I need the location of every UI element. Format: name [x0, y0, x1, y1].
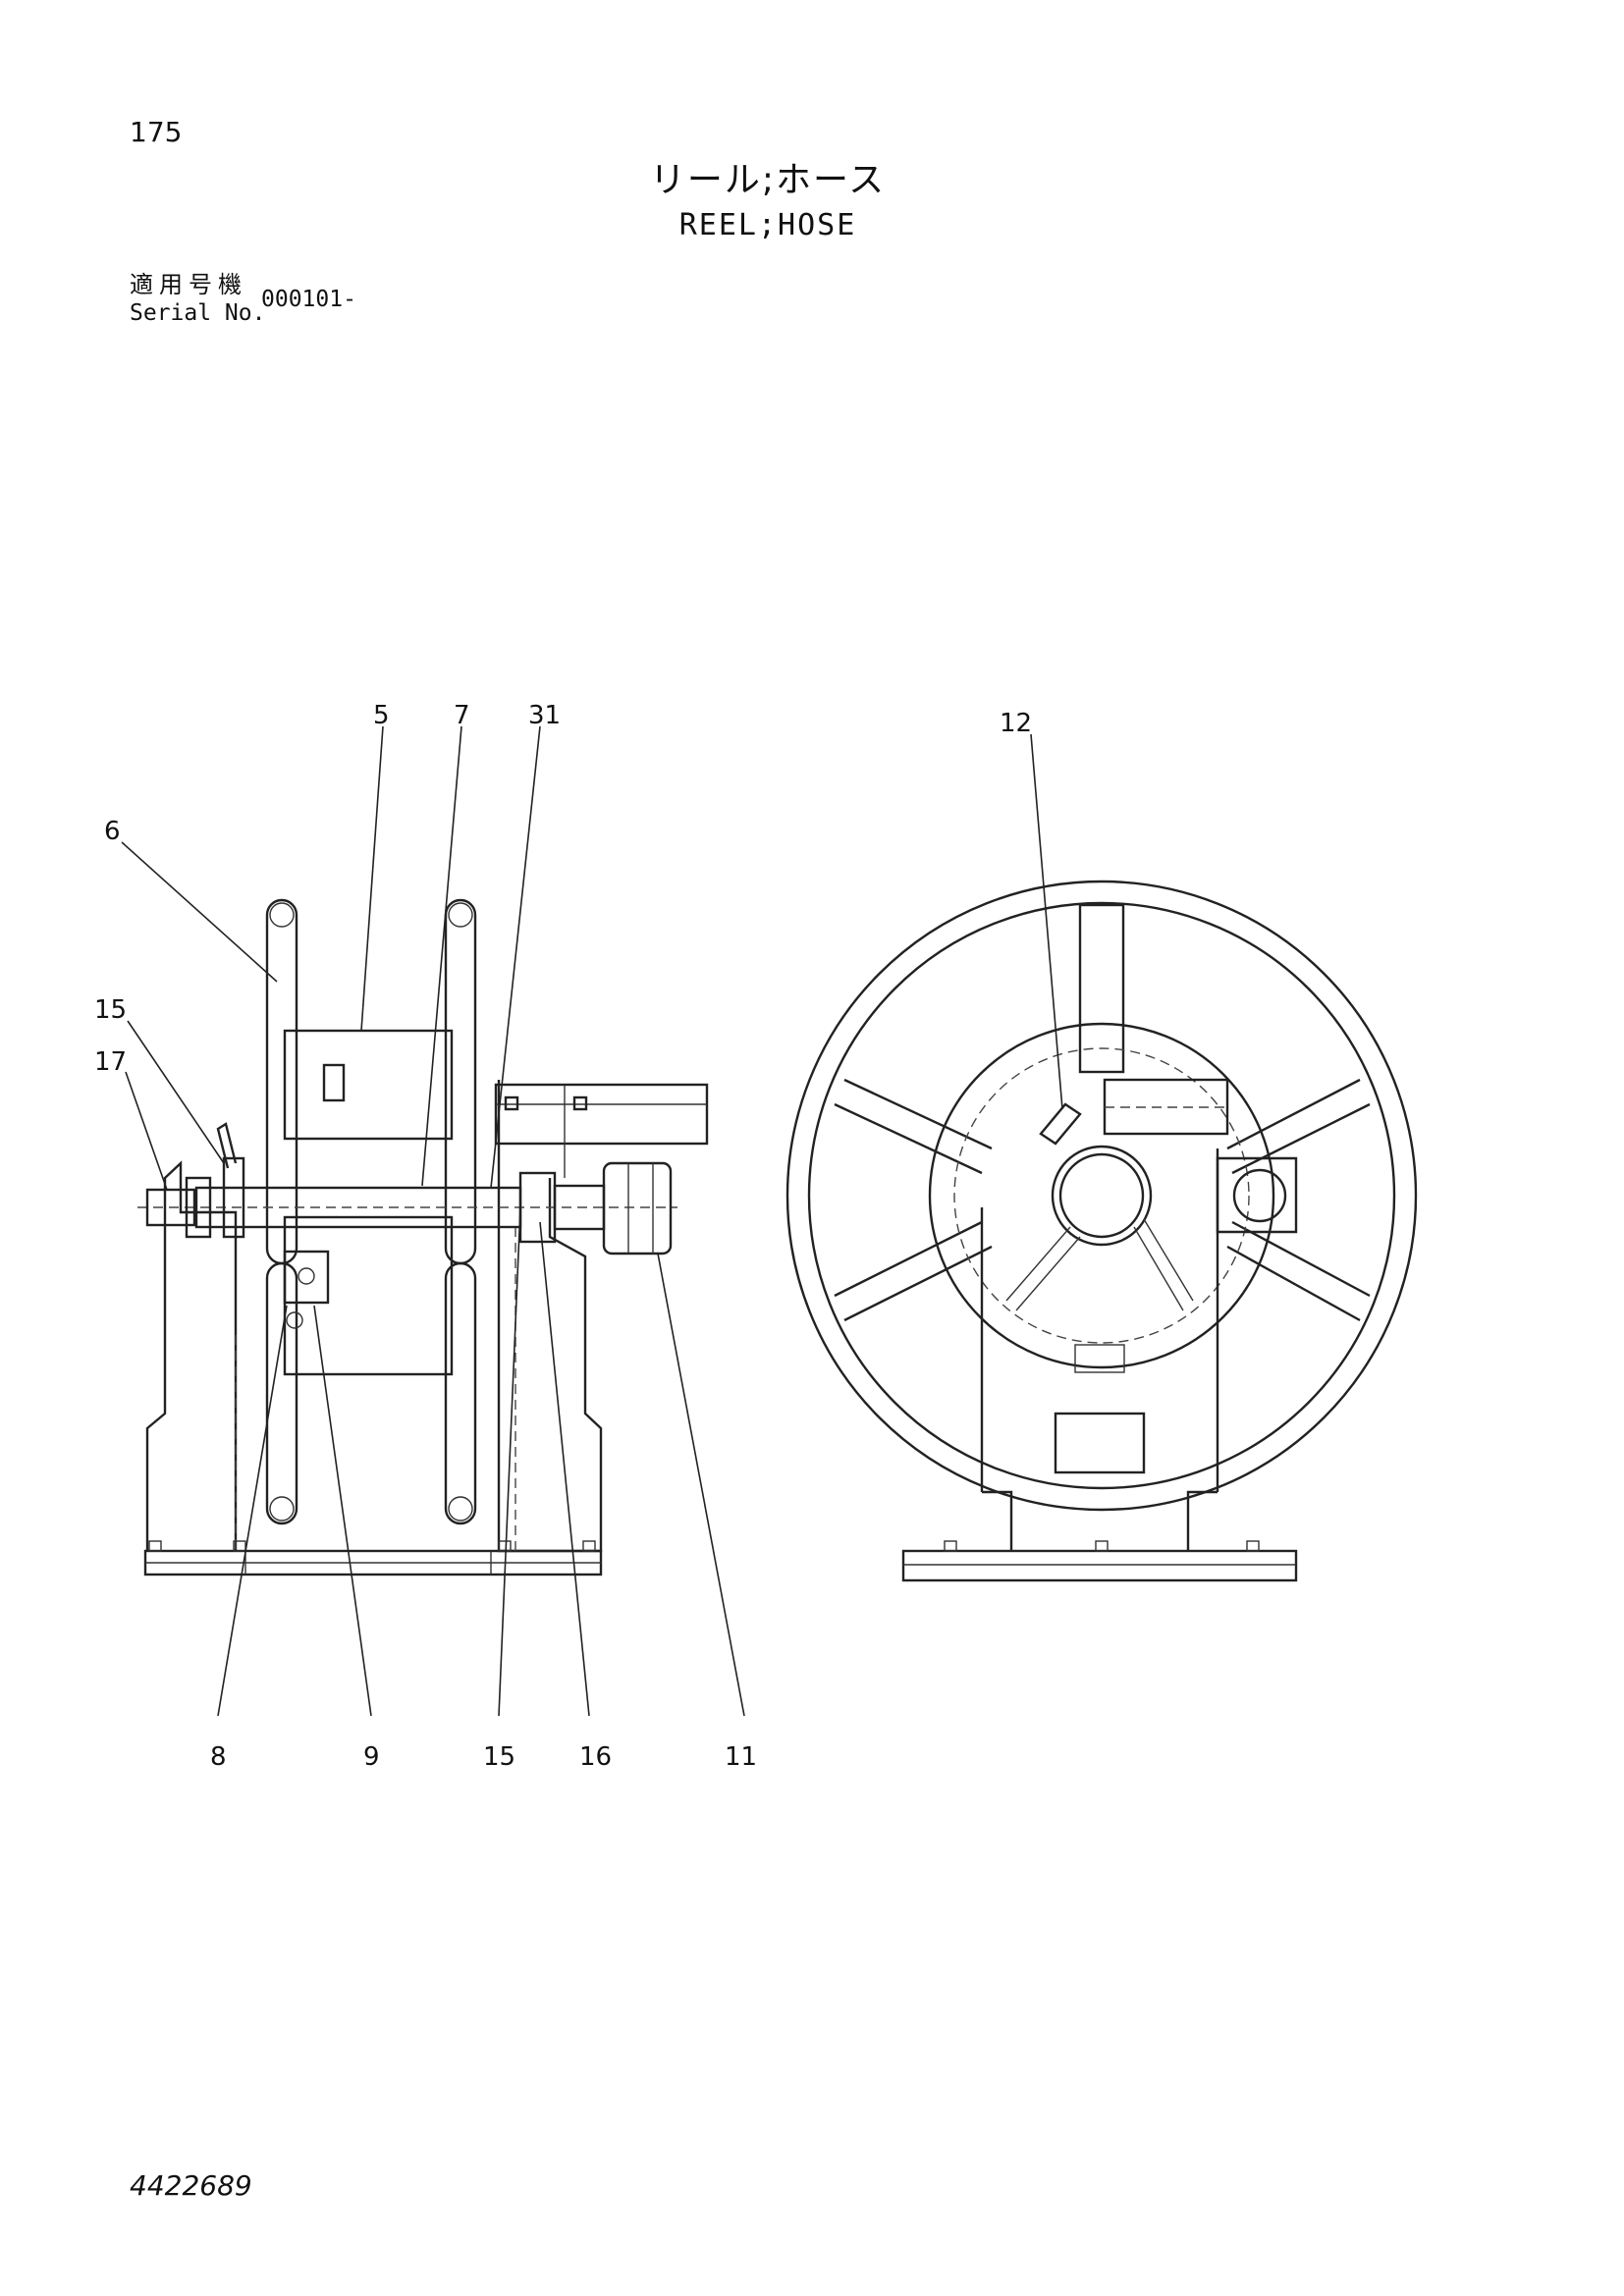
name-plate	[1054, 1412, 1146, 1474]
left-frame	[145, 1160, 238, 1551]
callout-12: 12	[1000, 709, 1032, 738]
hydraulic-motor	[602, 1161, 673, 1255]
hose-drum-lower	[283, 1215, 454, 1376]
front-base-plate	[901, 1549, 1298, 1582]
document-number: 4422689	[130, 2169, 252, 2202]
callout-7: 7	[454, 701, 470, 730]
callout-31: 31	[528, 701, 561, 730]
callout-6: 6	[104, 817, 121, 846]
left-flange-upper	[265, 898, 298, 1265]
callout-16: 16	[579, 1742, 612, 1772]
right-flange-lower	[444, 1261, 477, 1525]
bracket-box	[283, 1250, 330, 1305]
callout-8: 8	[210, 1742, 227, 1772]
left-flange-lower	[265, 1261, 298, 1525]
page-number: 175	[130, 116, 183, 148]
shaft-bore	[1051, 1145, 1153, 1247]
serial-label-english: Serial No.	[130, 300, 266, 326]
leader-lines	[121, 725, 1063, 1717]
top-post	[1078, 903, 1125, 1074]
title-japanese: リール;ホース	[649, 160, 887, 200]
hose-elbow	[1039, 1102, 1082, 1146]
callout-15-upper: 15	[94, 995, 127, 1025]
reel-outer-rim	[785, 880, 1418, 1512]
callout-9: 9	[363, 1742, 380, 1772]
callout-labels: 5 7 31 6 15 17 8 9 15 16 11 12	[94, 701, 1032, 1772]
callout-15-lower: 15	[483, 1742, 515, 1772]
brake-handle	[216, 1122, 238, 1169]
side-view	[137, 898, 709, 1576]
swivel-joint	[145, 1188, 196, 1227]
right-flange-upper	[444, 898, 477, 1265]
drum-circle	[928, 1022, 1275, 1369]
top-guide-bracket	[494, 1083, 709, 1146]
callout-11: 11	[725, 1742, 757, 1772]
serial-label-japanese: 適用号機	[130, 271, 247, 298]
title-english: REEL;HOSE	[678, 208, 857, 242]
front-view	[785, 880, 1418, 1582]
callout-5: 5	[373, 701, 390, 730]
hose-drum-upper	[283, 1029, 454, 1141]
callout-17: 17	[94, 1047, 127, 1077]
serial-number-value: 000101-	[261, 287, 356, 312]
